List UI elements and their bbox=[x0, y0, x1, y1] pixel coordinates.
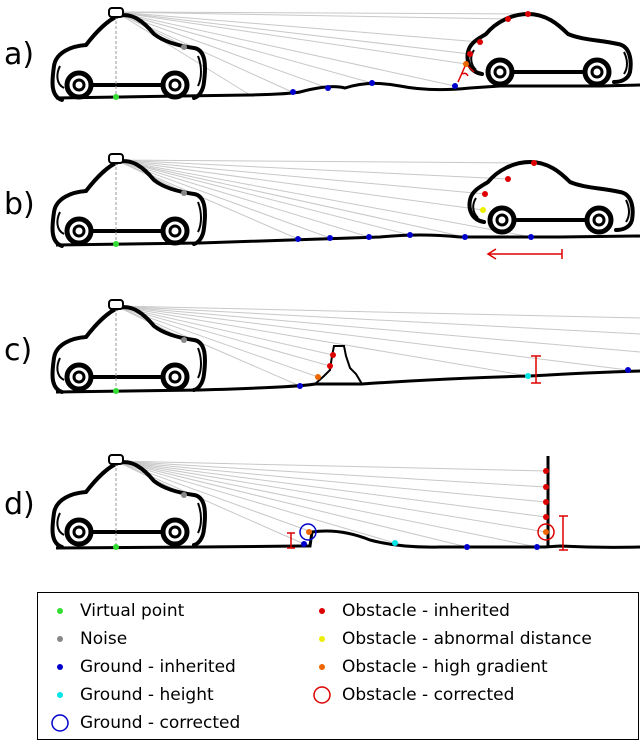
lidar-diagram: a) b) bbox=[4, 0, 641, 551]
ground-inherited-point bbox=[625, 367, 631, 373]
obstacle-inherited-point bbox=[505, 16, 511, 22]
obstacle-high-gradient-marker-icon bbox=[319, 664, 325, 670]
ground-inherited-point bbox=[534, 544, 540, 550]
legend-column-right: Obstacle - inherited Obstacle - abnormal… bbox=[310, 597, 592, 709]
ground-inherited-point bbox=[464, 544, 470, 550]
obstacle-inherited-point bbox=[543, 468, 549, 474]
noise-point bbox=[181, 492, 187, 498]
legend-item-noise: Noise bbox=[48, 625, 240, 653]
obstacle-inherited-point bbox=[543, 499, 549, 505]
ground-inherited-point bbox=[325, 85, 331, 91]
obstacle-high-gradient-point bbox=[315, 374, 321, 380]
panel-a-label: a) bbox=[4, 37, 34, 72]
panel-c-label: c) bbox=[4, 333, 32, 368]
ground-height-point bbox=[392, 540, 398, 546]
obstacle-high-gradient-point bbox=[463, 61, 469, 67]
obstacle-corrected-ring-icon bbox=[313, 686, 331, 704]
ground-line bbox=[55, 233, 641, 247]
ground-inherited-point bbox=[290, 89, 296, 95]
legend-label: Noise bbox=[80, 629, 128, 649]
ego-car bbox=[52, 455, 205, 547]
ground-inherited-point bbox=[297, 383, 303, 389]
obstacle-inherited-point bbox=[543, 514, 549, 520]
ground-line bbox=[55, 529, 641, 550]
noise-point bbox=[181, 44, 187, 50]
virtual-point bbox=[113, 388, 119, 394]
obstacle-inherited-point bbox=[525, 11, 531, 17]
noise-point bbox=[181, 337, 187, 343]
ground-inherited-marker-icon bbox=[57, 664, 63, 670]
obstacle-inherited-point bbox=[477, 39, 483, 45]
obstacle-car bbox=[468, 14, 631, 84]
legend-item-ground-inherited: Ground - inherited bbox=[48, 653, 240, 681]
legend: Virtual point Noise Ground - inherited G… bbox=[37, 592, 639, 740]
obstacle-car bbox=[470, 162, 633, 232]
legend-item-ground-corrected: Ground - corrected bbox=[48, 709, 240, 737]
obstacle-inherited-point bbox=[543, 484, 549, 490]
obstacle-inherited-point bbox=[467, 51, 473, 57]
virtual-point bbox=[113, 94, 119, 100]
legend-item-ground-height: Ground - height bbox=[48, 681, 240, 709]
panel-b: b) bbox=[4, 154, 641, 260]
obstacle-inherited-marker-icon bbox=[319, 608, 325, 614]
obstacle-inherited-point bbox=[505, 176, 511, 182]
ego-car bbox=[52, 154, 205, 246]
legend-item-obstacle-corrected: Obstacle - corrected bbox=[310, 681, 592, 709]
legend-label: Obstacle - abnormal distance bbox=[342, 629, 592, 649]
legend-item-obstacle-inherited: Obstacle - inherited bbox=[310, 597, 592, 625]
ground-inherited-point bbox=[462, 234, 468, 240]
gradient-angle-arc bbox=[461, 72, 469, 77]
ground-inherited-point bbox=[407, 232, 413, 238]
ground-inherited-point bbox=[452, 83, 458, 89]
ground-inherited-point bbox=[295, 236, 301, 242]
panel-c: c) bbox=[4, 300, 641, 394]
legend-label: Virtual point bbox=[80, 601, 185, 621]
ground-height-point bbox=[525, 373, 531, 379]
noise-point bbox=[181, 190, 187, 196]
legend-label: Ground - corrected bbox=[80, 713, 241, 733]
panel-c-rays bbox=[115, 305, 641, 387]
obstacle-abnormal-distance-point bbox=[480, 207, 486, 213]
obstacle-high-gradient-point bbox=[306, 529, 312, 535]
legend-column-left: Virtual point Noise Ground - inherited G… bbox=[48, 597, 240, 737]
virtual-point bbox=[113, 241, 119, 247]
legend-label: Obstacle - corrected bbox=[342, 685, 515, 705]
legend-item-obstacle-abnormal-distance: Obstacle - abnormal distance bbox=[310, 625, 592, 653]
legend-label: Ground - inherited bbox=[80, 657, 236, 677]
ground-line bbox=[55, 81, 641, 100]
legend-item-obstacle-high-gradient: Obstacle - high gradient bbox=[310, 653, 592, 681]
panel-d-label: d) bbox=[4, 487, 35, 522]
panel-b-label: b) bbox=[4, 187, 35, 222]
ground-inherited-point bbox=[528, 234, 534, 240]
ground-height-marker-icon bbox=[57, 692, 63, 698]
obstacle-inherited-point bbox=[531, 160, 537, 166]
obstacle-inherited-point bbox=[482, 191, 488, 197]
panel-d: d) bbox=[4, 455, 641, 551]
noise-marker-icon bbox=[57, 636, 63, 642]
legend-label: Obstacle - high gradient bbox=[342, 657, 548, 677]
virtual-point bbox=[113, 544, 119, 550]
obstacle-inherited-point bbox=[330, 352, 336, 358]
ground-inherited-point bbox=[327, 235, 333, 241]
panel-a: a) bbox=[4, 8, 641, 100]
obstacle-corrected-ring bbox=[537, 523, 555, 541]
curb-obstacle bbox=[314, 345, 363, 385]
displacement-arrow-head bbox=[486, 248, 497, 260]
legend-item-virtual-point: Virtual point bbox=[48, 597, 240, 625]
ground-inherited-point bbox=[366, 234, 372, 240]
ground-corrected-ring bbox=[299, 523, 317, 541]
ground-inherited-point bbox=[301, 541, 307, 547]
obstacle-high-gradient-point bbox=[543, 529, 549, 535]
virtual-point-marker-icon bbox=[57, 608, 63, 614]
legend-label: Obstacle - inherited bbox=[342, 601, 510, 621]
ground-corrected-ring-icon bbox=[51, 714, 69, 732]
obstacle-abnormal-distance-marker-icon bbox=[319, 636, 325, 642]
ground-line bbox=[55, 369, 641, 394]
ground-inherited-point bbox=[369, 80, 375, 86]
obstacle-inherited-point bbox=[327, 363, 333, 369]
legend-label: Ground - height bbox=[80, 685, 214, 705]
